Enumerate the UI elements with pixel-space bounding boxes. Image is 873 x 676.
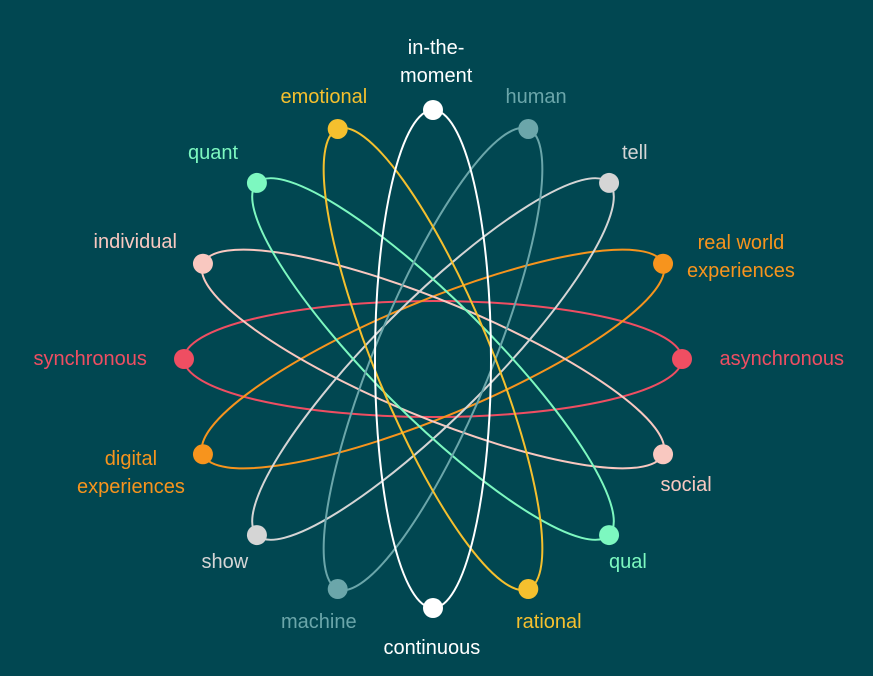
pole-label: tell <box>622 142 648 164</box>
orbit-ellipse <box>183 300 683 418</box>
orbit-ellipse <box>374 109 492 609</box>
pole-label: social <box>660 474 712 496</box>
pole-label: in-the-moment <box>400 37 473 87</box>
pole-dot <box>518 118 539 139</box>
pole-dot <box>653 444 674 465</box>
pole-label: synchronous <box>33 348 147 370</box>
pole-dot <box>174 349 194 369</box>
pole-dot <box>192 253 213 274</box>
pole-label: continuous <box>383 637 481 659</box>
pole-label: human <box>505 86 567 108</box>
orbit-ellipse <box>200 248 666 470</box>
pole-dot <box>672 349 692 369</box>
pole-label: asynchronous <box>719 348 845 370</box>
pole-label: qual <box>609 551 647 573</box>
pole-dot <box>327 579 348 600</box>
pole-label: individual <box>93 231 177 253</box>
pole-dot <box>192 444 213 465</box>
orbit-ellipse <box>322 126 544 592</box>
pole-label: machine <box>281 611 357 633</box>
pole-dot <box>518 579 539 600</box>
orbit-ellipse <box>251 177 615 541</box>
pole-dot <box>599 172 620 193</box>
pole-dot <box>246 172 267 193</box>
pole-label: quant <box>188 142 239 164</box>
orbit-ellipse <box>200 248 666 470</box>
pole-dot <box>599 525 620 546</box>
pole-dot <box>246 525 267 546</box>
pole-dot <box>327 118 348 139</box>
pole-label: emotional <box>280 86 368 108</box>
pole-label: show <box>201 551 249 573</box>
pole-dot <box>653 253 674 274</box>
pole-dot <box>423 100 443 120</box>
orbit-ellipse <box>251 177 615 541</box>
pole-dot <box>423 598 443 618</box>
orbit-ellipse <box>322 126 544 592</box>
pole-label: rational <box>516 611 582 633</box>
